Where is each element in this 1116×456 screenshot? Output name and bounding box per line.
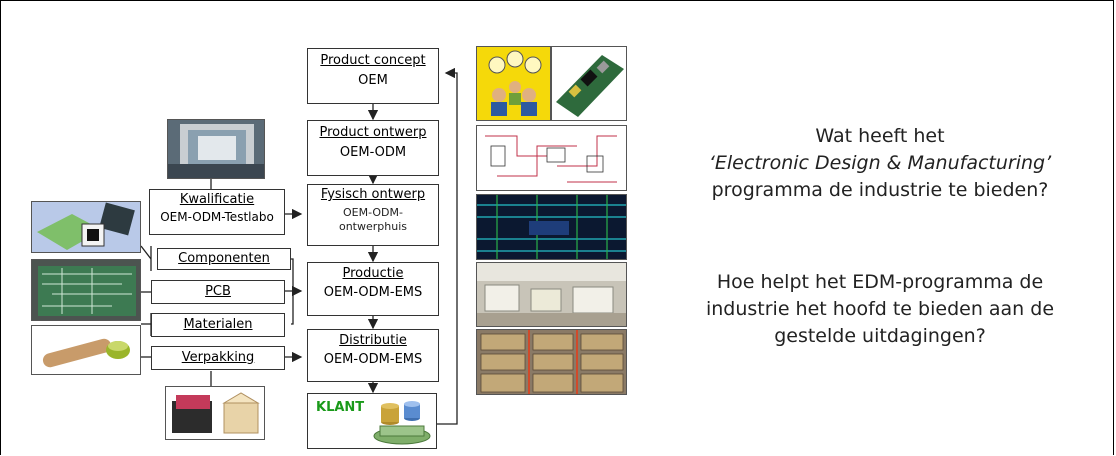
- fysisch-ontwerp-sub1: OEM-ODM-: [343, 206, 403, 219]
- factory-line-photo: [476, 262, 627, 327]
- verpakking-label: Verpakking: [181, 350, 255, 365]
- question-2-line2: industrie het hoofd te bieden aan de: [705, 298, 1055, 320]
- product-concept-title: Product concept: [320, 53, 426, 68]
- product-concept-sub: OEM: [358, 73, 388, 88]
- materials-photo: [31, 325, 141, 375]
- distributie-box: Distributie OEM-ODM-EMS: [307, 329, 439, 382]
- chips-photo: [31, 201, 141, 253]
- warehouse-photo: [476, 329, 627, 395]
- product-concept-box: Product concept OEM: [307, 48, 439, 104]
- pcb-box: PCB: [151, 280, 285, 304]
- question-1-line2: ‘Electronic Design & Manufacturing’: [708, 152, 1052, 174]
- circuit-board-photo: [551, 46, 627, 121]
- verpakking-box: Verpakking: [151, 346, 285, 370]
- productie-title: Productie: [342, 266, 404, 281]
- question-1: Wat heeft het ‘Electronic Design & Manuf…: [657, 123, 1103, 204]
- schematic-photo: [476, 125, 627, 191]
- question-2-line1: Hoe helpt het EDM-programma de: [716, 271, 1044, 293]
- componenten-box: Componenten: [157, 248, 291, 270]
- test-chamber-photo: [167, 119, 265, 179]
- distributie-sub: OEM-ODM-EMS: [323, 352, 423, 367]
- bare-pcb-photo: [31, 259, 141, 321]
- money-coins-icon: [373, 401, 431, 445]
- product-ontwerp-title: Product ontwerp: [319, 125, 427, 140]
- pcb-layout-photo: [476, 194, 627, 260]
- klant-label: KLANT: [316, 400, 365, 415]
- fysisch-ontwerp-title: Fysisch ontwerp: [320, 187, 426, 202]
- pcb-label: PCB: [205, 284, 231, 299]
- materialen-box: Materialen: [151, 313, 285, 337]
- question-2: Hoe helpt het EDM-programma de industrie…: [657, 269, 1103, 350]
- kwalificatie-sub: OEM-ODM-Testlabo: [160, 210, 274, 224]
- klant-box: KLANT: [307, 393, 437, 449]
- componenten-label: Componenten: [178, 251, 270, 266]
- kwalificatie-box: Kwalificatie OEM-ODM-Testlabo: [149, 189, 285, 235]
- distributie-title: Distributie: [339, 333, 407, 348]
- product-ontwerp-sub: OEM-ODM: [339, 145, 407, 160]
- productie-box: Productie OEM-ODM-EMS: [307, 262, 439, 316]
- kwalificatie-title: Kwalificatie: [179, 192, 255, 207]
- productie-sub: OEM-ODM-EMS: [323, 285, 423, 300]
- product-ontwerp-box: Product ontwerp OEM-ODM: [307, 120, 439, 176]
- fysisch-ontwerp-sub2: ontwerphuis: [338, 220, 407, 233]
- materialen-label: Materialen: [183, 317, 253, 332]
- question-1-line1: Wat heeft het: [815, 125, 945, 147]
- lightbulb-ideas-photo: [476, 46, 551, 121]
- question-1-line3: programma de industrie te bieden?: [711, 179, 1049, 201]
- packaging-photo: [165, 386, 265, 440]
- question-2-line3: gestelde uitdagingen?: [774, 325, 986, 347]
- fysisch-ontwerp-box: Fysisch ontwerp OEM-ODM- ontwerphuis: [307, 184, 439, 246]
